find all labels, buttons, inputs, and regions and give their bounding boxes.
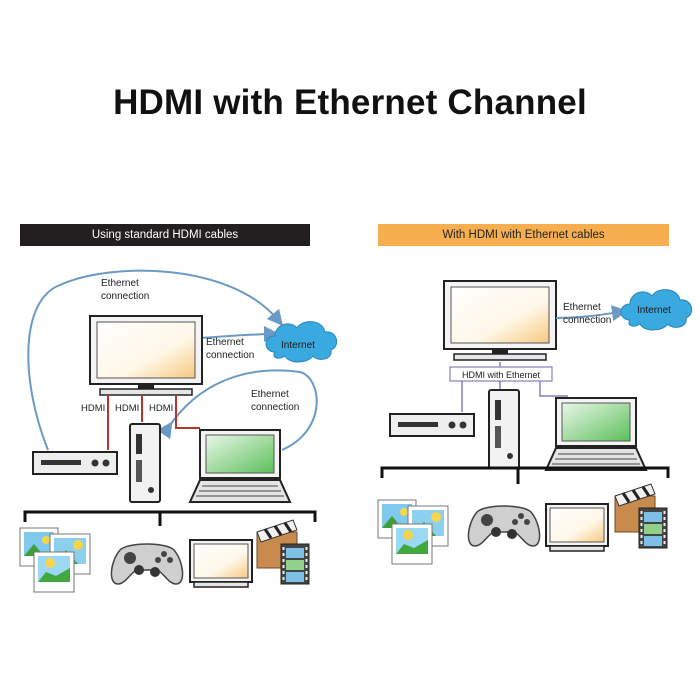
left-hdmi-cables xyxy=(107,395,200,450)
tv-icon xyxy=(89,315,203,396)
left-panel: Internet Ethernet connection Ethernet co… xyxy=(19,269,338,593)
hec-hub-box xyxy=(449,366,553,382)
monitor-icon xyxy=(189,539,253,588)
tower-pc-icon xyxy=(129,423,161,503)
left-ethernet-label-low-line1: Ethernet xyxy=(251,389,289,400)
right-ethernet-link xyxy=(555,305,628,321)
hec-hub-label: HDMI with Ethernet xyxy=(462,370,541,380)
hdmi-label-2: HDMI xyxy=(115,403,139,414)
hdmi-label-3: HDMI xyxy=(149,403,173,414)
left-ethernet-arc-top xyxy=(27,269,284,451)
gamepad-icon xyxy=(467,505,541,547)
right-cloud-label: Internet xyxy=(637,305,671,316)
page-title: HDMI with Ethernet Channel xyxy=(113,83,587,122)
film-clapper-icon xyxy=(255,518,311,586)
laptop-icon xyxy=(189,429,291,503)
right-panel: Internet Ethernet connection HDMI with E… xyxy=(377,280,693,565)
monitor-icon xyxy=(545,503,609,552)
tower-pc-icon xyxy=(488,389,520,469)
right-ethernet-label-line1: Ethernet xyxy=(563,302,601,313)
hdmi-label-1: HDMI xyxy=(81,403,105,414)
left-ethernet-tv-link xyxy=(199,326,280,343)
left-cloud-label: Internet xyxy=(281,340,315,351)
right-bracket xyxy=(380,466,670,484)
left-ethernet-arc-bottom xyxy=(156,369,318,451)
left-ethernet-label-top-line1: Ethernet xyxy=(101,278,139,289)
left-ethernet-label-low-line2: connection xyxy=(251,402,299,413)
right-hec-cables xyxy=(461,362,568,412)
photos-icon xyxy=(377,499,449,565)
right-banner: With HDMI with Ethernet cables xyxy=(378,224,669,246)
set-top-box-icon xyxy=(32,451,118,475)
left-bracket xyxy=(23,510,317,526)
film-clapper-icon xyxy=(613,482,669,550)
set-top-box-icon xyxy=(389,413,475,437)
laptop-icon xyxy=(545,397,647,471)
tv-icon xyxy=(443,280,557,361)
left-ethernet-label-top-line2: connection xyxy=(101,291,149,302)
right-ethernet-label-line2: connection xyxy=(563,315,611,326)
left-banner: Using standard HDMI cables xyxy=(20,224,310,246)
gamepad-icon xyxy=(110,543,184,585)
photos-icon xyxy=(19,527,91,593)
left-ethernet-label-mid-line2: connection xyxy=(206,350,254,361)
left-ethernet-label-mid-line1: Ethernet xyxy=(206,337,244,348)
